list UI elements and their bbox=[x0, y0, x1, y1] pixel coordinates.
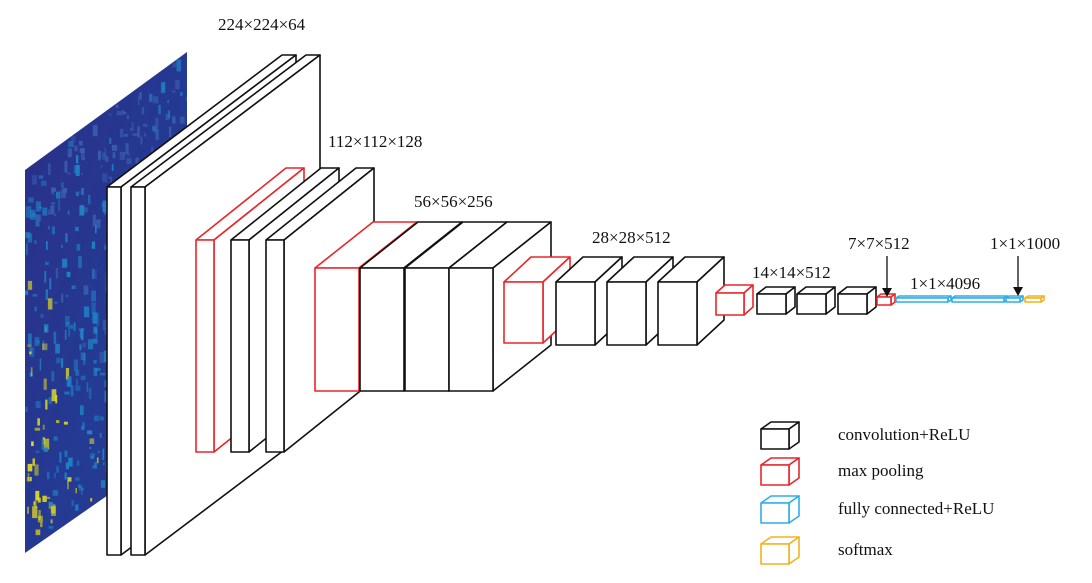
dim-label-conv1: 224×224×64 bbox=[218, 15, 306, 34]
legend-icon-pooling bbox=[760, 457, 800, 486]
pool5-layer bbox=[876, 293, 896, 306]
arrowhead-softmax bbox=[1013, 287, 1023, 296]
dim-label-pool5: 7×7×512 bbox=[848, 234, 910, 253]
conv4-layer-3 bbox=[657, 256, 725, 346]
pointer-arrows bbox=[882, 256, 1023, 297]
arrowhead-pool5 bbox=[882, 288, 892, 297]
legend-label-convolution: convolution+ReLU bbox=[838, 425, 970, 444]
conv5-layer-3 bbox=[837, 286, 877, 315]
legend-icon-convolution bbox=[760, 421, 800, 450]
fc6-layer bbox=[895, 295, 952, 303]
dim-label-conv5: 14×14×512 bbox=[752, 263, 831, 282]
dim-label-fc: 1×1×4096 bbox=[910, 274, 980, 293]
fc8-layer bbox=[1005, 295, 1024, 303]
dim-label-conv3: 56×56×256 bbox=[414, 192, 493, 211]
pool4-layer bbox=[715, 284, 754, 316]
legend-icon-softmax bbox=[760, 536, 800, 565]
legend-label-max-pooling: max pooling bbox=[838, 461, 924, 480]
legend-label-softmax: softmax bbox=[838, 540, 893, 559]
dim-label-softmax: 1×1×1000 bbox=[990, 234, 1060, 253]
conv5-layer-2 bbox=[796, 286, 836, 315]
dimension-labels: 224×224×64 112×112×128 56×56×256 28×28×5… bbox=[218, 15, 1060, 293]
network-layers bbox=[106, 54, 1045, 556]
softmax-layer bbox=[1024, 295, 1045, 303]
dim-label-conv2: 112×112×128 bbox=[328, 132, 422, 151]
dim-label-conv4: 28×28×512 bbox=[592, 228, 671, 247]
conv5-layer-1 bbox=[756, 286, 796, 315]
legend-icon-fully-connected bbox=[760, 495, 800, 524]
legend: convolution+ReLU max pooling fully conne… bbox=[760, 421, 994, 565]
fc7-layer bbox=[951, 295, 1008, 303]
legend-label-fully-connected: fully connected+ReLU bbox=[838, 499, 994, 518]
